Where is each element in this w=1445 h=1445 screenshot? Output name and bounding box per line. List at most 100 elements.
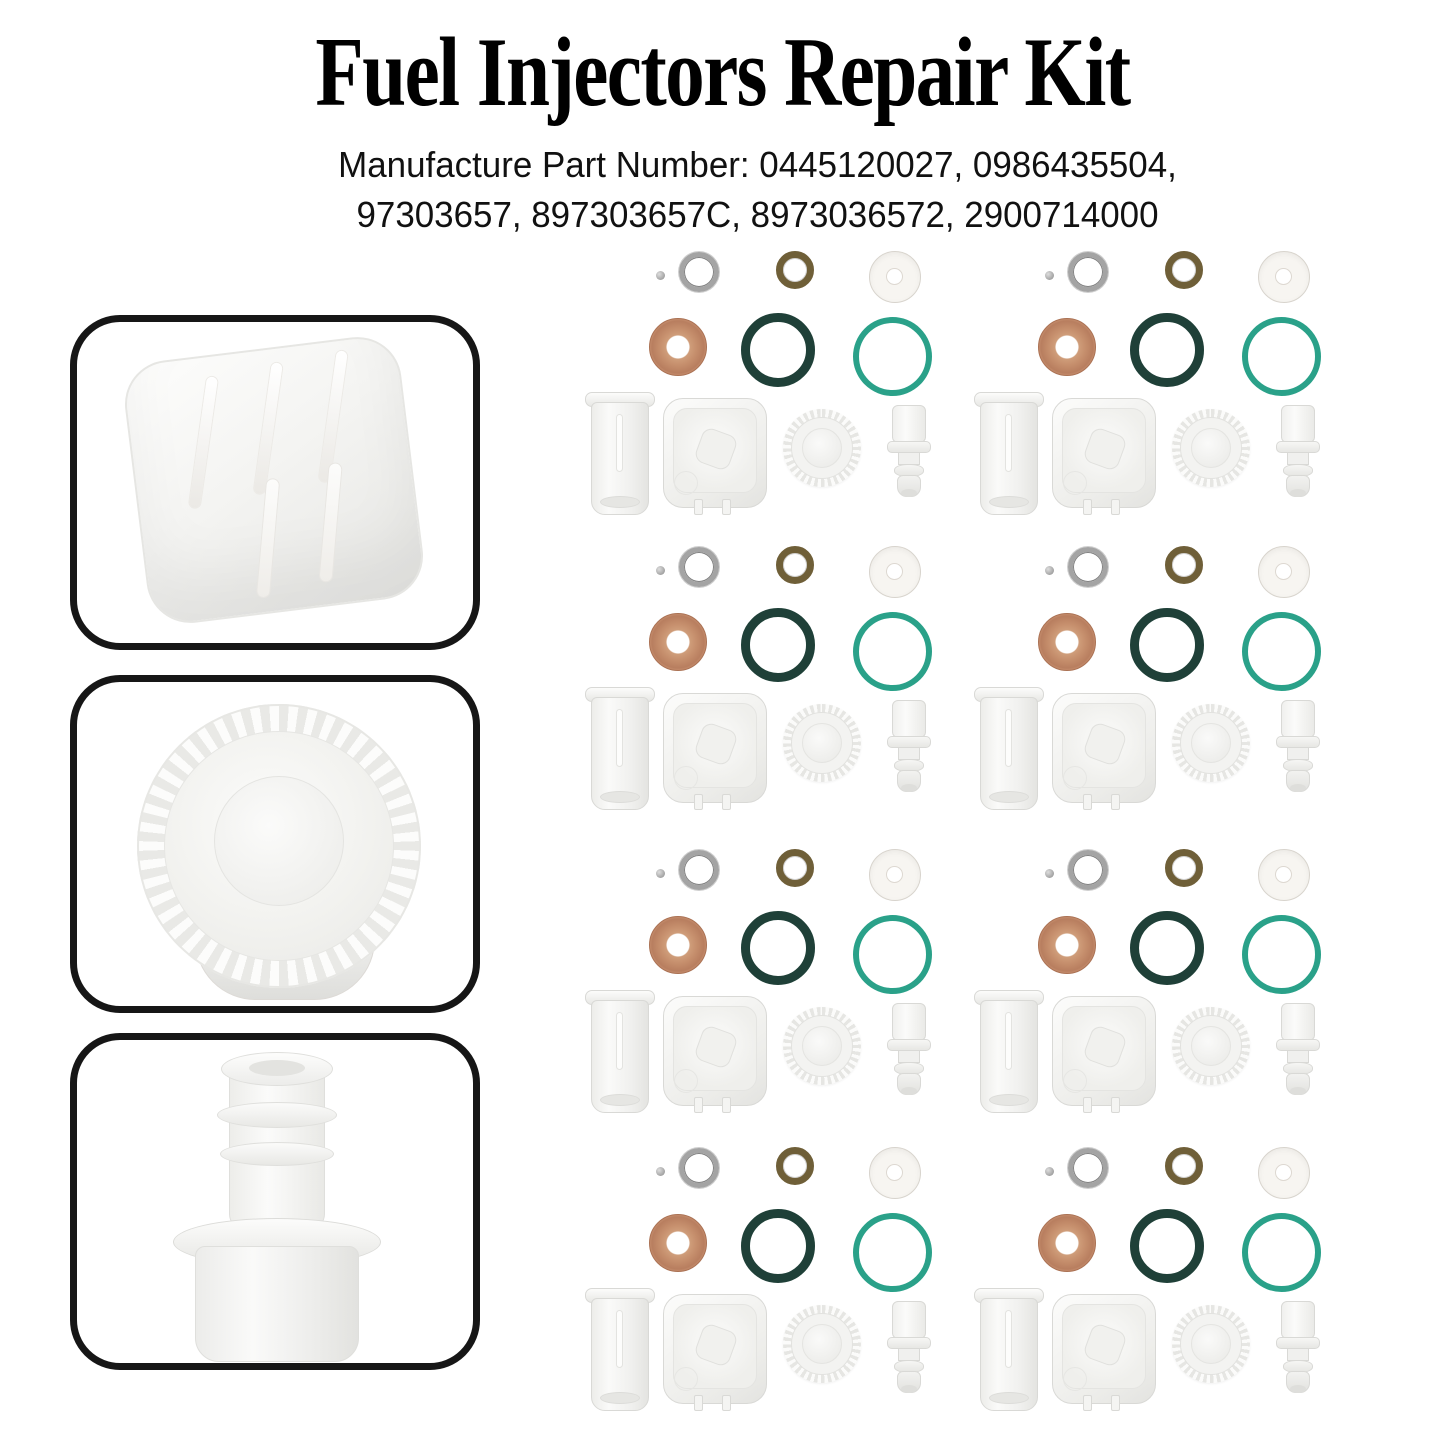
plastic-sleeve-cap	[974, 392, 1044, 517]
kit-group-r2c2	[974, 535, 1321, 812]
square-protective-cap	[1052, 1294, 1156, 1411]
square-cap-recess	[674, 1069, 698, 1093]
steel-ball	[656, 869, 665, 878]
connector-top	[892, 1301, 926, 1339]
knurled-cap-dome	[802, 428, 842, 468]
kit-group-r1c2	[974, 240, 1321, 517]
plastic-sleeve-cap	[585, 687, 655, 812]
square-cap-recess	[674, 1367, 698, 1391]
sleeve-mouth	[989, 1094, 1029, 1106]
square-cap-tab	[722, 1395, 731, 1411]
connector-top	[1281, 1301, 1315, 1339]
connector-mouth	[901, 489, 917, 497]
sleeve-slot	[616, 709, 623, 767]
steel-snap-ring	[1068, 547, 1108, 587]
sleeve-slot	[616, 1310, 623, 1368]
square-cap-tab	[722, 499, 731, 515]
sleeve-mouth	[600, 1094, 640, 1106]
dark-green-o-ring	[1130, 313, 1204, 387]
square-protective-cap	[1052, 693, 1156, 810]
square-cap-tab	[1111, 1097, 1120, 1113]
steel-ball	[656, 566, 665, 575]
white-washer	[1258, 849, 1310, 901]
connector-mouth	[1290, 784, 1306, 792]
dark-green-o-ring	[741, 911, 815, 985]
white-washer	[869, 546, 921, 598]
sleeve-slot	[1005, 414, 1012, 472]
plastic-connector	[1276, 1301, 1320, 1396]
steel-snap-ring	[679, 1148, 719, 1188]
steel-snap-ring	[1068, 252, 1108, 292]
knurled-cap-dome	[1191, 723, 1231, 763]
dark-green-o-ring	[741, 608, 815, 682]
sleeve-mouth	[600, 496, 640, 508]
plastic-connector	[1276, 700, 1320, 795]
square-cap-recess	[1063, 1069, 1087, 1093]
sleeve-mouth	[989, 1392, 1029, 1404]
connector-mouth	[901, 1087, 917, 1095]
thumbnail-connector	[70, 1033, 480, 1370]
teal-o-ring	[1242, 915, 1321, 994]
plastic-sleeve-cap	[974, 1288, 1044, 1413]
connector-top	[1281, 405, 1315, 443]
teal-o-ring	[1242, 1213, 1321, 1292]
steel-ball	[1045, 1167, 1054, 1176]
connector-mouth	[901, 1385, 917, 1393]
brown-o-ring	[776, 546, 814, 584]
square-cap-recess	[674, 766, 698, 790]
knurled-cap-dome	[802, 723, 842, 763]
square-cap-tab	[1083, 1097, 1092, 1113]
square-cap-recess	[1063, 766, 1087, 790]
square-cap-tab	[722, 1097, 731, 1113]
teal-o-ring	[853, 1213, 932, 1292]
thumbnail-square-cap	[70, 315, 480, 650]
steel-ball	[1045, 271, 1054, 280]
plastic-connector	[887, 1003, 931, 1098]
sleeve-slot	[616, 1012, 623, 1070]
connector-bead	[217, 1102, 337, 1128]
square-cap-tab	[1083, 499, 1092, 515]
white-washer	[1258, 1147, 1310, 1199]
square-protective-cap	[1052, 398, 1156, 515]
plastic-sleeve-cap	[585, 1288, 655, 1413]
copper-sealing-washer	[1038, 916, 1096, 974]
knurled-round-cap	[1172, 409, 1250, 487]
sleeve-mouth	[600, 1392, 640, 1404]
white-washer	[1258, 546, 1310, 598]
connector-mouth	[901, 784, 917, 792]
thumbnail-knurled-cap	[70, 675, 480, 1013]
knurled-cap-dome	[1191, 428, 1231, 468]
square-cap-tab	[694, 794, 703, 810]
knurled-round-cap	[1172, 1007, 1250, 1085]
kit-group-r4c1	[585, 1136, 932, 1413]
dark-green-o-ring	[1130, 1209, 1204, 1283]
connector-top	[1281, 700, 1315, 738]
steel-ball	[1045, 869, 1054, 878]
plastic-sleeve-cap	[585, 990, 655, 1115]
steel-snap-ring	[1068, 850, 1108, 890]
teal-o-ring	[1242, 612, 1321, 691]
knurled-cap-dome	[802, 1026, 842, 1066]
copper-sealing-washer	[1038, 1214, 1096, 1272]
square-cap-tab	[1111, 794, 1120, 810]
brown-o-ring	[776, 1147, 814, 1185]
knurled-cap-dome	[802, 1324, 842, 1364]
knurled-round-cap	[1172, 1305, 1250, 1383]
plastic-sleeve-cap	[974, 990, 1044, 1115]
sleeve-mouth	[989, 791, 1029, 803]
knurled-cap-dome	[1191, 1324, 1231, 1364]
sleeve-slot	[1005, 709, 1012, 767]
brown-o-ring	[776, 849, 814, 887]
sleeve-slot	[1005, 1012, 1012, 1070]
square-cap-tab	[694, 1097, 703, 1113]
steel-snap-ring	[679, 252, 719, 292]
connector-top	[892, 700, 926, 738]
brown-o-ring	[1165, 546, 1203, 584]
connector-top	[892, 1003, 926, 1041]
connector-mouth	[1290, 489, 1306, 497]
copper-sealing-washer	[649, 1214, 707, 1272]
dark-green-o-ring	[741, 1209, 815, 1283]
plastic-connector	[887, 405, 931, 500]
connector-bead	[220, 1142, 334, 1166]
